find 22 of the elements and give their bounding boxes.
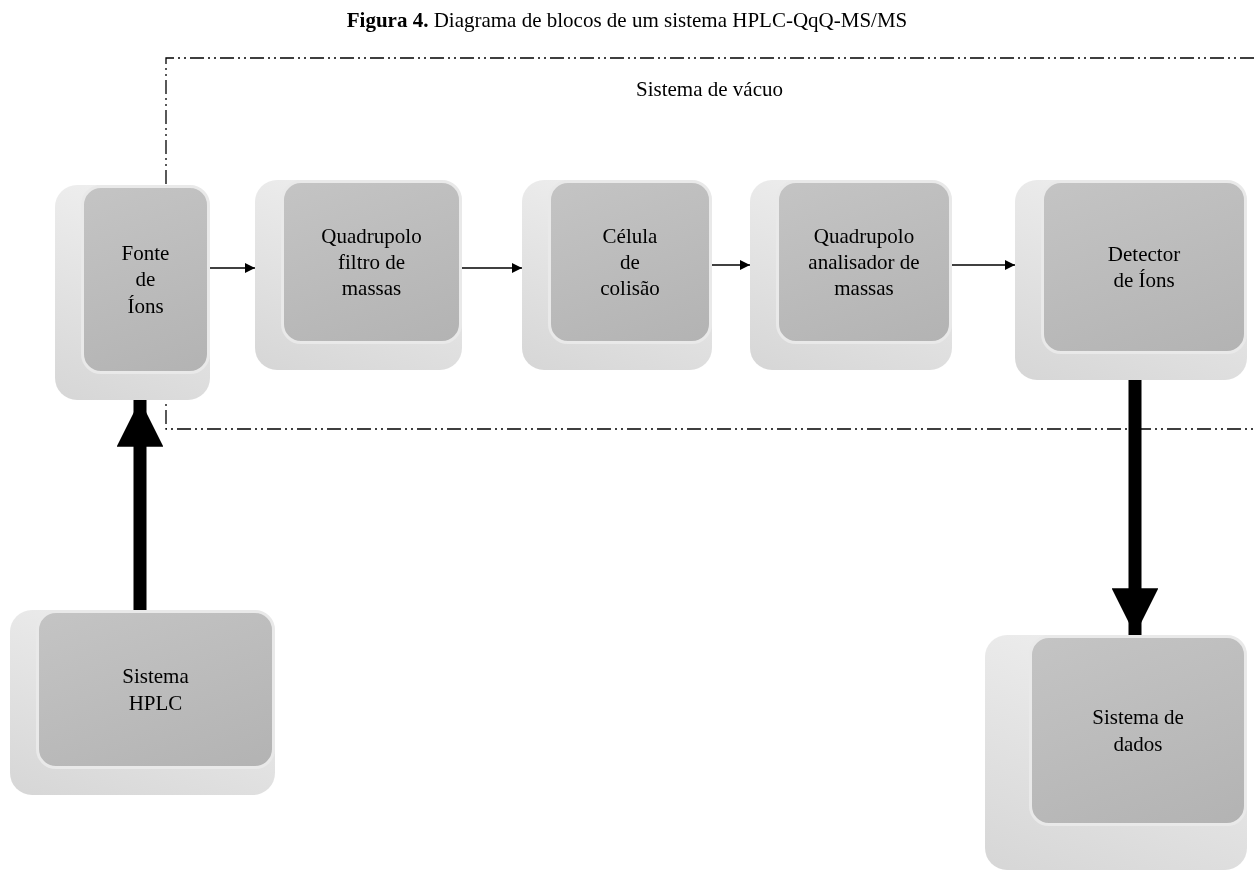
arrow [711, 260, 751, 270]
process-block [10, 610, 275, 795]
process-block [55, 185, 210, 400]
process-block [985, 635, 1247, 870]
process-block [255, 180, 462, 370]
block-label: Sistema HPLC [121, 663, 190, 716]
process-block [522, 180, 712, 370]
block-label: Detector de Íons [1106, 240, 1182, 294]
arrow [461, 263, 523, 273]
arrow [951, 260, 1016, 270]
arrow [209, 263, 256, 273]
block-label: Quadrupolo analisador de massas [807, 222, 921, 302]
block-label: Célula de colisão [599, 222, 661, 302]
figure-title: Figura 4. Diagrama de blocos de um sistema HPLC-QqQ-MS/MS [345, 8, 909, 33]
region-label: Sistema de vácuo [635, 77, 784, 102]
process-block [750, 180, 952, 370]
arrow [1111, 380, 1159, 635]
block-label: Fonte de Íons [120, 240, 171, 319]
arrow [116, 400, 164, 610]
process-block [1015, 180, 1247, 380]
block-label: Sistema de dados [1091, 704, 1185, 757]
block-label: Quadrupolo filtro de massas [320, 222, 423, 302]
